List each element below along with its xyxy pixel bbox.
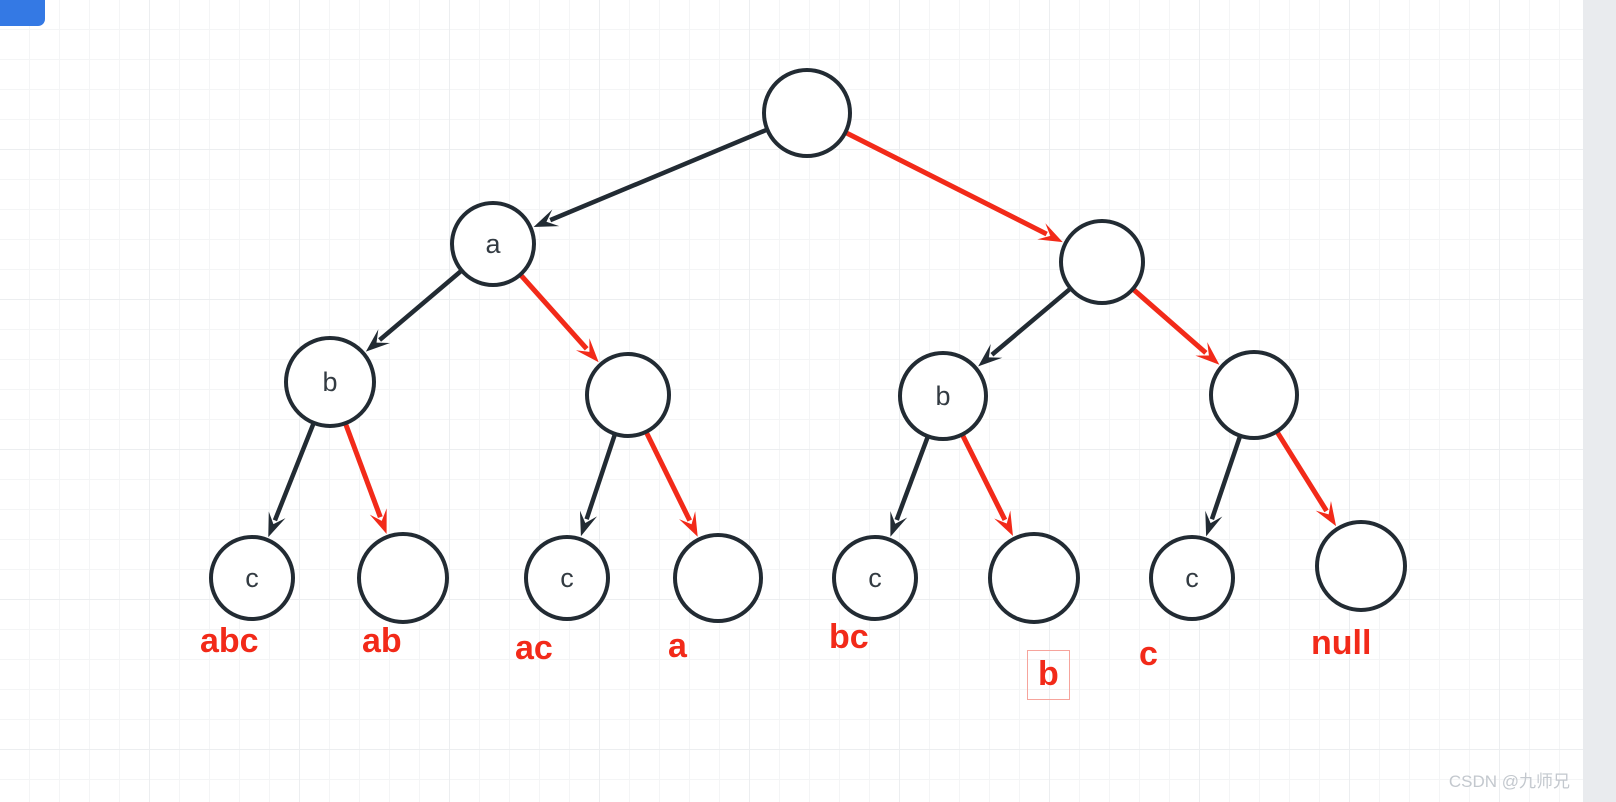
tree-node-empty[interactable] <box>357 532 449 624</box>
tree-node-empty[interactable] <box>1315 520 1407 612</box>
tree-edge-keep <box>890 436 930 537</box>
leaf-label-abc[interactable]: abc <box>200 622 259 660</box>
tree-edge-skip <box>1275 430 1337 527</box>
right-edge-strip <box>1583 0 1616 802</box>
tree-edge-keep <box>365 269 463 352</box>
tree-node-a[interactable]: a <box>450 201 536 287</box>
tree-node-b[interactable]: b <box>284 336 376 428</box>
tree-node-c[interactable]: c <box>209 535 295 621</box>
tree-node-empty[interactable] <box>762 68 852 158</box>
tree-edge-skip <box>1131 287 1220 365</box>
tree-node-empty[interactable] <box>1059 219 1145 305</box>
leaf-label-bc[interactable]: bc <box>829 618 869 656</box>
leaf-label-null[interactable]: null <box>1311 624 1372 662</box>
tree-edge-skip <box>343 423 387 534</box>
leaf-label-ab[interactable]: ab <box>362 622 402 660</box>
tree-edge-skip <box>960 434 1013 536</box>
blue-tab-marker[interactable] <box>0 0 45 26</box>
tree-edge-keep <box>579 434 617 537</box>
tree-edge-keep <box>268 422 316 538</box>
tree-edge-keep <box>533 127 768 228</box>
watermark-text: CSDN @九师兄 <box>1448 772 1570 791</box>
leaf-label-ac[interactable]: ac <box>515 629 553 667</box>
tree-node-empty[interactable] <box>585 352 671 438</box>
tree-node-c[interactable]: c <box>524 535 610 621</box>
tree-edge-keep <box>1205 435 1243 537</box>
tree-edge-keep <box>978 287 1072 367</box>
leaf-label-b[interactable]: b <box>1027 650 1070 700</box>
tree-node-c[interactable]: c <box>832 535 918 621</box>
tree-node-c[interactable]: c <box>1149 535 1235 621</box>
tree-node-empty[interactable] <box>673 533 763 623</box>
leaf-label-a[interactable]: a <box>668 627 687 665</box>
tree-node-empty[interactable] <box>988 532 1080 624</box>
tree-node-b[interactable]: b <box>898 351 988 441</box>
tree-edge-skip <box>519 273 599 363</box>
tree-edge-skip <box>845 130 1063 243</box>
tree-edge-skip <box>644 431 698 537</box>
leaf-label-c[interactable]: c <box>1139 635 1158 673</box>
tree-node-empty[interactable] <box>1209 350 1299 440</box>
